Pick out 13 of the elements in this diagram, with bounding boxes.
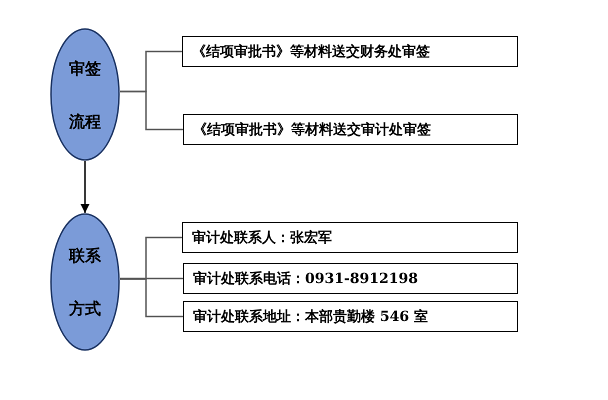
stage-label: 联系方式 — [68, 245, 102, 320]
text-box: 审计处联系人：张宏军 — [182, 222, 518, 253]
arrow — [80, 161, 90, 213]
connector-line — [120, 278, 183, 280]
connector-line — [120, 278, 183, 318]
text-box: 《结项审批书》等材料送交审计处审签 — [183, 114, 518, 145]
stage-ellipse — [50, 28, 120, 161]
connector-line — [120, 90, 183, 130]
text-box: 审计处联系电话：0931-8912198 — [183, 263, 518, 294]
stage-ellipse — [50, 213, 120, 351]
text-box: 《结项审批书》等材料送交财务处审签 — [182, 36, 518, 67]
text-box: 审计处联系地址：本部贵勤楼 546 室 — [183, 301, 518, 332]
stage-label: 审签流程 — [68, 58, 102, 132]
